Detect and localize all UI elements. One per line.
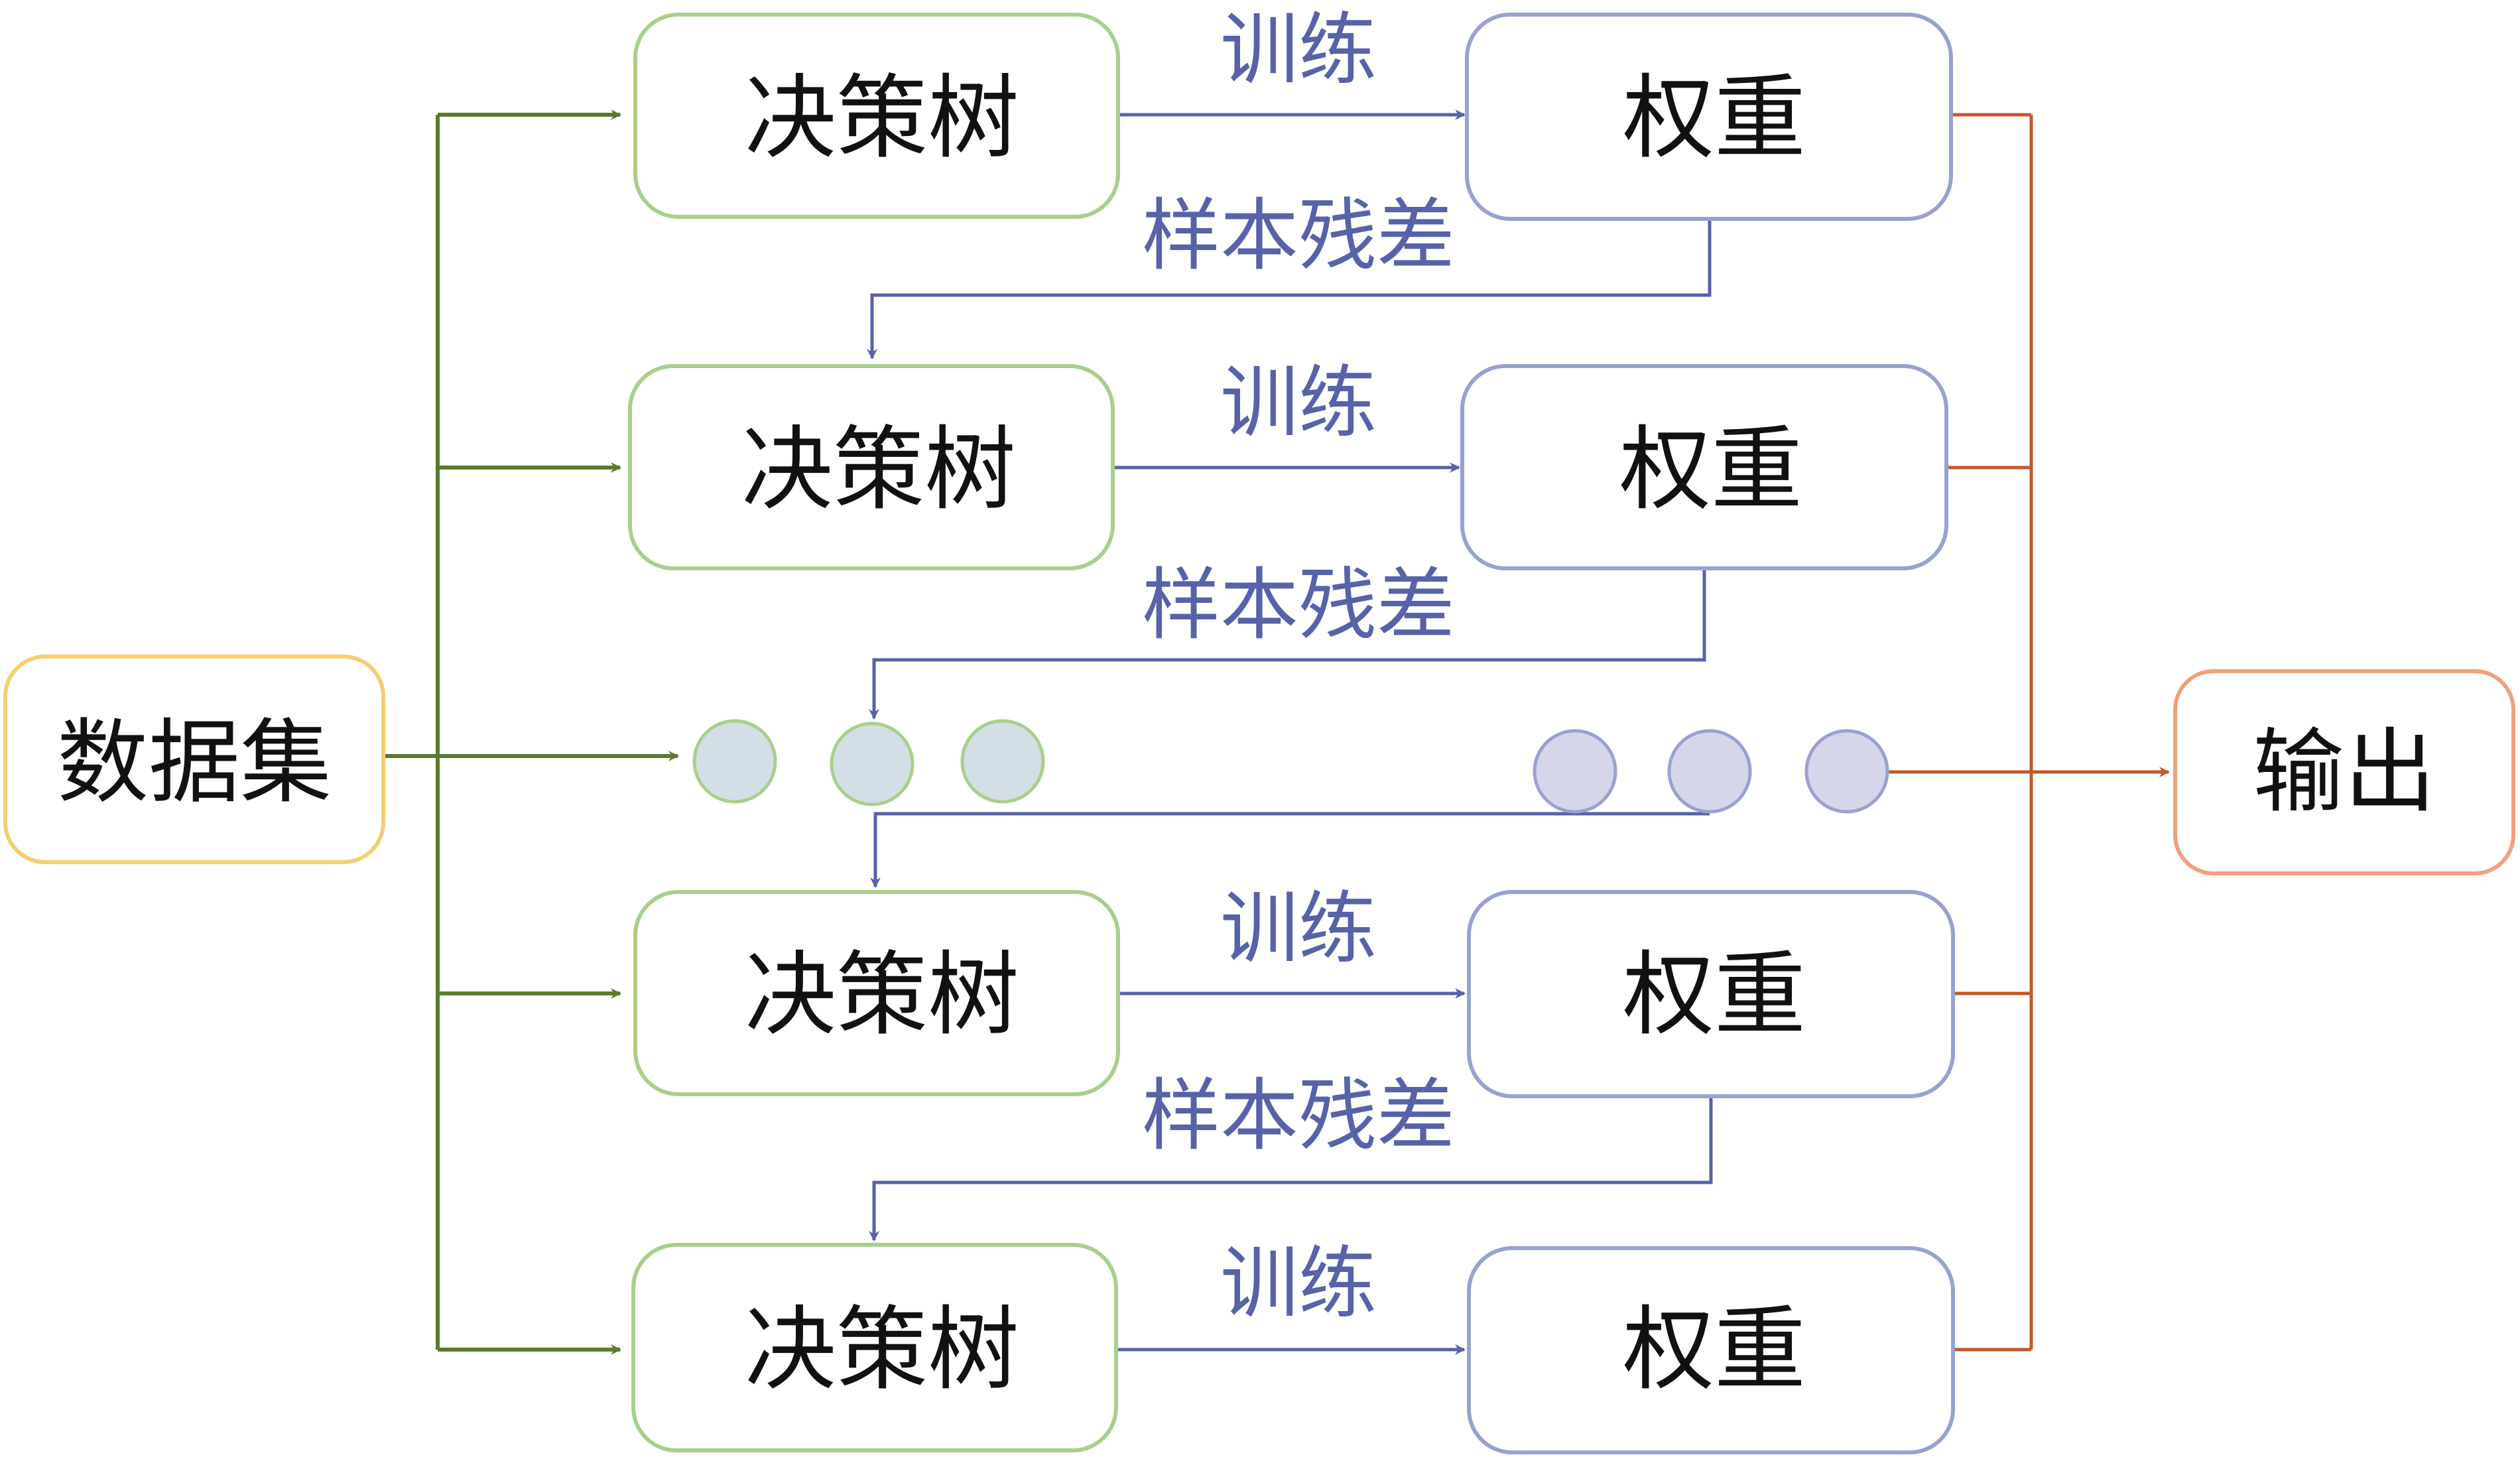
- residual-arrow-1: [867, 219, 1712, 359]
- weight-box: [1467, 890, 1955, 1098]
- ellipsis-dot: [830, 722, 914, 806]
- ellipsis-dot: [1804, 729, 1889, 814]
- decision-tree-box: [628, 364, 1115, 570]
- output-label: 输出: [2253, 719, 2436, 826]
- output-node: 输出: [2173, 669, 2515, 875]
- residual-label: 样本残差: [1142, 190, 1455, 281]
- output-aggregation-connectors: [1889, 113, 2170, 1352]
- boosting-round-1: 决策树 权重 训练 样本残差: [633, 4, 1953, 281]
- ellipsis-dot: [1533, 729, 1617, 814]
- dataset-node: 数据集: [3, 655, 385, 864]
- data-distribution-connectors: [385, 109, 679, 1355]
- boosting-round-2: 决策树 权重 训练 样本残差: [628, 357, 1948, 651]
- dataset-box: [3, 655, 385, 864]
- weight-label: 权重: [1623, 942, 1806, 1048]
- weight-label: 权重: [1623, 1297, 1806, 1403]
- weight-label: 权重: [1623, 65, 1806, 172]
- output-box: [2173, 669, 2515, 875]
- residual-arrow-3: [869, 1098, 1713, 1241]
- decision-tree-box: [633, 13, 1120, 219]
- residual-label: 样本残差: [1142, 559, 1455, 651]
- decision-tree-label: 决策树: [741, 416, 1016, 523]
- train-label: 训练: [1220, 883, 1377, 974]
- dataset-label: 数据集: [57, 710, 332, 816]
- boosting-round-3: 决策树 权重 训练 样本残差: [633, 883, 1955, 1161]
- decision-tree-box: [631, 1243, 1118, 1452]
- decision-tree-label: 决策树: [745, 1297, 1019, 1403]
- weight-box: [1460, 364, 1948, 570]
- training-arrows: [1114, 109, 1466, 1355]
- ellipsis-dot: [960, 719, 1045, 804]
- ellipsis-dot: [692, 719, 777, 804]
- residual-arrow-2: [869, 570, 1706, 720]
- residual-arrow-ellipsis: [870, 812, 1710, 888]
- residual-label: 样本残差: [1142, 1070, 1455, 1161]
- decision-tree-label: 决策树: [745, 942, 1019, 1048]
- weight-ellipsis-dots: [1533, 729, 1889, 814]
- train-label: 训练: [1220, 4, 1377, 95]
- weight-label: 权重: [1619, 416, 1802, 523]
- boosting-round-4: 决策树 权重 训练: [631, 1238, 1955, 1454]
- ellipsis-dot: [1667, 729, 1752, 814]
- decision-tree-label: 决策树: [745, 65, 1019, 172]
- weight-box: [1465, 13, 1953, 221]
- residual-arrows: [867, 219, 1713, 1241]
- decision-tree-box: [633, 890, 1120, 1096]
- train-label: 训练: [1220, 1238, 1377, 1329]
- tree-ellipsis-dots: [692, 719, 1045, 806]
- train-label: 训练: [1220, 357, 1377, 448]
- weight-box: [1467, 1246, 1955, 1454]
